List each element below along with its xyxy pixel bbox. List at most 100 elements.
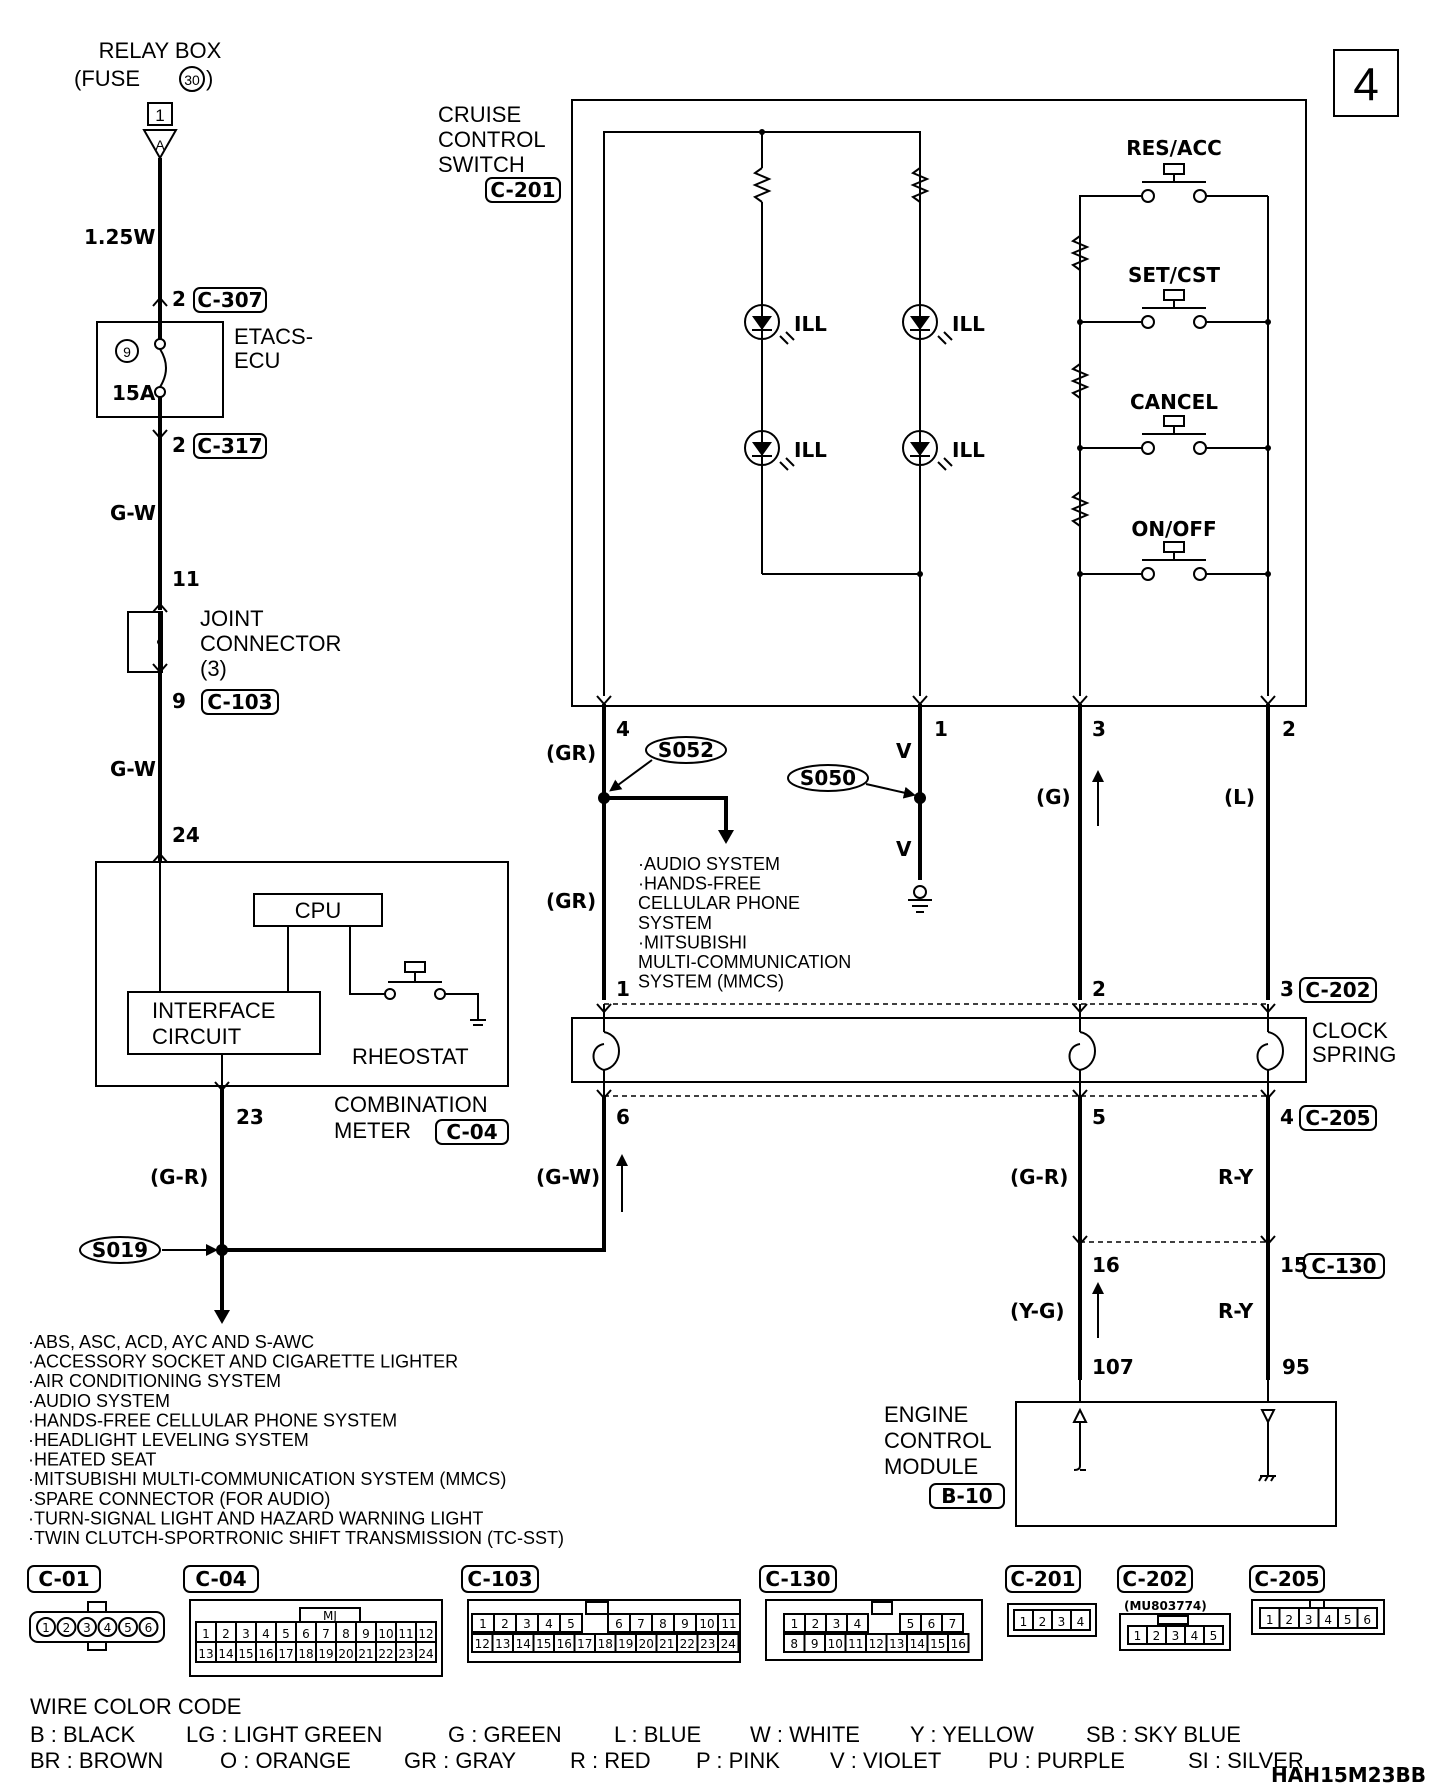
ecm-pin-107: 107 [1092, 1355, 1134, 1379]
page-number: 4 [1353, 58, 1379, 110]
interface-label-2: CIRCUIT [152, 1024, 241, 1049]
page-number-box: 4 [1333, 49, 1399, 117]
wire-code-title: WIRE COLOR CODE [30, 1694, 241, 1719]
splice-s052: S052 [598, 736, 727, 804]
wire-label-l: (L) [1224, 785, 1255, 809]
ecm-label-1: ENGINE [884, 1402, 968, 1427]
wire-label-gr-left: (G-R) [150, 1165, 208, 1189]
joint-label-2: CONNECTOR [200, 631, 341, 656]
conn-face-c103-pin-2-6: 18 [598, 1637, 613, 1651]
conn-face-c205-pin-1-5: 6 [1363, 1613, 1371, 1627]
conn-face-c103-pin-1b-4: 10 [699, 1617, 714, 1631]
ill-lamp-1: ILL [744, 304, 827, 345]
conn-face-c205-pin-1-4: 5 [1344, 1613, 1352, 1627]
wire-label-v-1: V [896, 739, 912, 763]
conn-face-c103-pin-1b-0: 6 [615, 1617, 623, 1631]
s052-dest-item-2: CELLULAR PHONE [638, 893, 800, 913]
cruise-label-2: CONTROL [438, 127, 546, 152]
conn-face-c103-pin-1-3: 4 [545, 1617, 553, 1631]
clock-pin-bot-5: 5 [1092, 1105, 1106, 1129]
s019-dest-item-2: ·AIR CONDITIONING SYSTEM [28, 1371, 281, 1391]
wire-code-row1-3: L : BLUE [614, 1722, 701, 1747]
ill-label-4: ILL [952, 438, 985, 462]
etacs-pin-out: 2 [172, 433, 186, 457]
conn-face-c103-pin-2-7: 19 [618, 1637, 633, 1651]
conn-face-c04-pin-2-2: 15 [238, 1647, 253, 1661]
cruise-pin-4: 4 [616, 717, 630, 741]
conn-face-c202-part: (MU803774) [1124, 1599, 1207, 1613]
cruise-label-3: SWITCH [438, 152, 525, 177]
clock-pin-top-1: 1 [616, 977, 630, 1001]
relay-terminal: 1 [155, 106, 164, 125]
conn-face-c205-pin-1-0: 1 [1266, 1613, 1274, 1627]
cpu-label: CPU [295, 898, 341, 923]
ill-lamp-2: ILL [902, 304, 985, 345]
joint-pin-in: 11 [172, 567, 200, 591]
s019-dest-item-9: ·TURN-SIGNAL LIGHT AND HAZARD WARNING LI… [28, 1508, 483, 1528]
switch-label-set-cst: SET/CST [1128, 263, 1220, 287]
conn-face-c103-pin-1b-5: 11 [721, 1617, 736, 1631]
wire-code-row2-1: O : ORANGE [220, 1748, 351, 1773]
c130-pin-16: 16 [1092, 1253, 1120, 1277]
clock-spring: 1 2 3 C-202 CLOCK SPRING 6 5 4 C-205 [571, 977, 1396, 1131]
conn-face-c130-pin-1b-2: 7 [949, 1617, 957, 1631]
conn-face-c103-pin-2-1: 13 [495, 1637, 510, 1651]
ecm-label-3: MODULE [884, 1454, 978, 1479]
conn-face-c103-pin-2-2: 14 [516, 1637, 531, 1651]
clock-spring-coil-1 [1068, 1003, 1096, 1100]
wire-color-code: WIRE COLOR CODE B : BLACK LG : LIGHT GREE… [30, 1694, 1304, 1773]
conn-face-c130-pin-2-1: 9 [811, 1637, 819, 1651]
conn-face-c205-name: C-205 [1254, 1567, 1319, 1591]
s052-dest-item-6: SYSTEM (MMCS) [638, 972, 784, 992]
rheostat-label: RHEOSTAT [352, 1044, 469, 1069]
cruise-control-switch: CRUISE CONTROL SWITCH C-201 ILL ILL [438, 99, 1307, 707]
wire-code-row1-1: LG : LIGHT GREEN [186, 1722, 382, 1747]
conn-face-c130-pin-1b-0: 5 [907, 1617, 915, 1631]
wire-label-gw-1: G-W [110, 501, 156, 525]
combination-meter: CPU INTERFACE CIRCUIT RHEOSTAT COMBINATI… [95, 852, 509, 1145]
wire-code-row1-0: B : BLACK [30, 1722, 135, 1747]
conn-face-c04-pin-1-6: 7 [322, 1627, 330, 1641]
fuse-number: 30 [184, 72, 200, 88]
conn-face-c01-pin-2: 3 [83, 1621, 91, 1635]
conn-face-c01-pin-0: 1 [42, 1621, 50, 1635]
joint-pin-out: 9 [172, 689, 186, 713]
conn-face-c04-pin-2-3: 16 [258, 1647, 273, 1661]
conn-face-c202-pin-1-4: 5 [1210, 1629, 1218, 1643]
conn-face-c04-pin-2-0: 13 [198, 1647, 213, 1661]
clock-pin-top-3: 3 [1280, 977, 1294, 1001]
conn-face-c202-pin-1-0: 1 [1134, 1629, 1142, 1643]
s019-dest-item-4: ·HANDS-FREE CELLULAR PHONE SYSTEM [28, 1410, 397, 1430]
conn-face-c130-pin-2-3: 11 [848, 1637, 863, 1651]
conn-face-c202-pin-1-1: 2 [1153, 1629, 1161, 1643]
cruise-label-1: CRUISE [438, 102, 521, 127]
conn-face-c04-pin-2-6: 19 [318, 1647, 333, 1661]
s052-dest-item-1: ·HANDS-FREE [638, 874, 761, 894]
conn-face-c201-pin-1-1: 2 [1039, 1615, 1047, 1629]
joint-label-3: (3) [200, 656, 227, 681]
conn-face-c103-pin-1b-1: 7 [637, 1617, 645, 1631]
conn-face-c103-pin-2-8: 20 [639, 1637, 654, 1651]
conn-face-c04-pin-1-3: 4 [262, 1627, 270, 1641]
conn-face-c130-pin-1-0: 1 [791, 1617, 799, 1631]
conn-face-c103-pin-1-2: 3 [523, 1617, 531, 1631]
conn-face-c205-pin-1-2: 3 [1305, 1613, 1313, 1627]
conn-face-c201-name: C-201 [1010, 1567, 1075, 1591]
switch-label-cancel: CANCEL [1130, 390, 1218, 414]
conn-face-c103-pin-1-0: 1 [479, 1617, 487, 1631]
wire-label-gw-paren: (G-W) [536, 1165, 600, 1189]
clock-label-2: SPRING [1312, 1042, 1396, 1067]
conn-face-c202-pin-1-2: 3 [1172, 1629, 1180, 1643]
conn-face-c04-pin-1-7: 8 [342, 1627, 350, 1641]
conn-face-c01-pin-4: 5 [124, 1621, 132, 1635]
conn-face-c04-pin-2-8: 21 [358, 1647, 373, 1661]
splice-s019: S019 [79, 1236, 228, 1264]
wire-label-125w: 1.25W [84, 225, 155, 249]
relay-box-fuse-close: ) [206, 66, 213, 91]
conn-face-c103-pin-2-11: 23 [700, 1637, 715, 1651]
conn-c317: C-317 [197, 434, 262, 458]
s052-dest-item-0: ·AUDIO SYSTEM [638, 854, 780, 874]
conn-face-c205-pin-1-3: 4 [1324, 1613, 1332, 1627]
interface-label-1: INTERFACE [152, 998, 275, 1023]
